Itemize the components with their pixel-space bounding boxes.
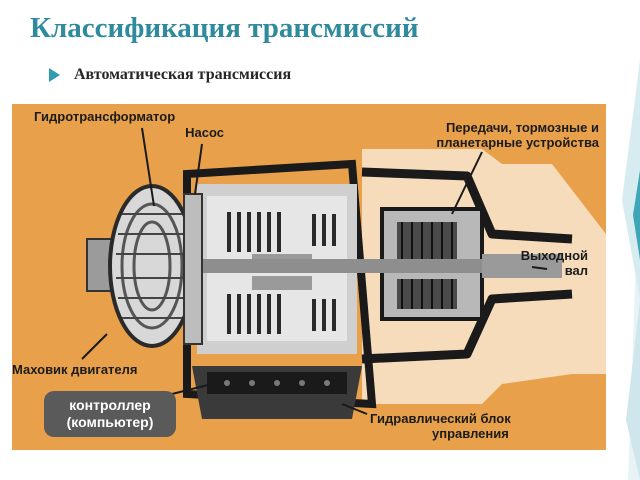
bullet-text: Автоматическая трансмиссия: [74, 66, 292, 83]
label-output-shaft-line-1: Выходной: [520, 248, 588, 263]
bullet-arrow-icon: [49, 68, 60, 82]
label-flywheel: Маховик двигателя: [12, 362, 138, 377]
label-hydraulic-unit-line-2: управления: [432, 426, 509, 441]
transmission-diagram: Гидротрансформатор Насос Передачи, тормо…: [12, 104, 606, 450]
transmission-illustration: [81, 127, 606, 419]
label-hydraulic-unit-line-1: Гидравлический блок: [370, 411, 511, 426]
label-output-shaft-line-2: вал: [564, 263, 588, 278]
label-pump: Насос: [185, 125, 224, 140]
controller-label-line-2: (компьютер): [66, 414, 154, 430]
slide-title: Классификация трансмиссий: [30, 12, 419, 44]
bullet-item: Автоматическая трансмиссия: [49, 66, 291, 84]
controller-box: контроллер (компьютер): [44, 391, 176, 437]
label-torque-converter: Гидротрансформатор: [34, 109, 176, 124]
label-gears-line-1: Передачи, тормозные и: [445, 120, 599, 135]
slide-decoration: [622, 0, 640, 480]
label-gears-line-2: планетарные устройства: [436, 135, 599, 150]
controller-label-line-1: контроллер: [69, 397, 151, 413]
